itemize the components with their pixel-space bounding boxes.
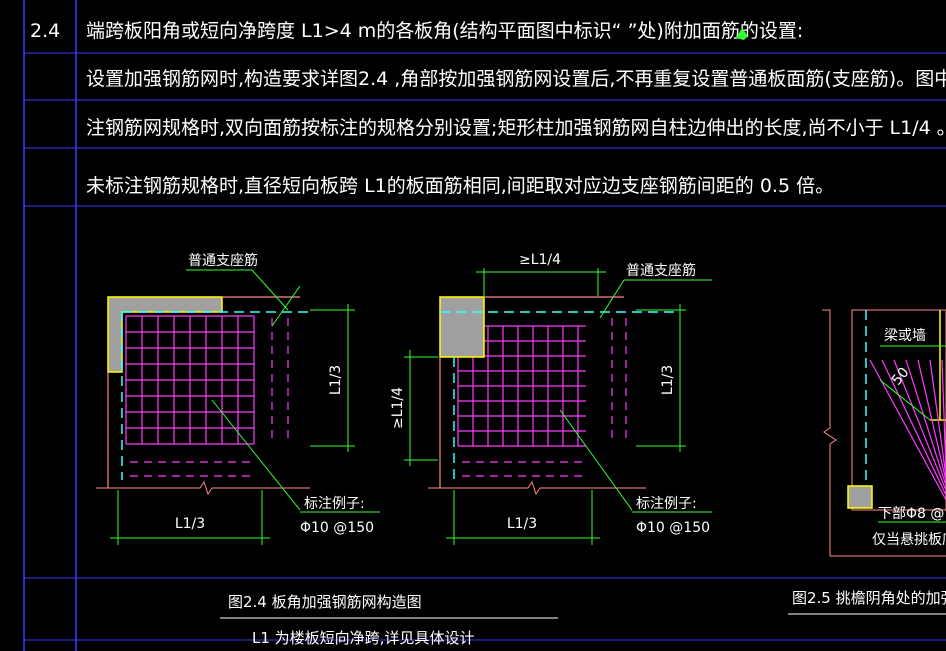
cursor-mark-icon: [736, 28, 748, 40]
paragraph-line-3: 注钢筋网规格时,双向面筋按标注的规格分别设置;矩形柱加强钢筋网自柱边伸出的长度,…: [86, 117, 946, 139]
caption-fig24-note: L1 为楼板短向净跨,详见具体设计: [252, 629, 474, 647]
label-left-support: 普通支座筋: [188, 252, 258, 269]
column-left: [107, 296, 223, 373]
dim-mid-bottom: L1/3: [507, 516, 537, 532]
hatch-line: [929, 359, 946, 477]
right-beam-outline: [851, 309, 946, 511]
section-number: 2.4: [30, 20, 60, 42]
right-break-line: [822, 309, 946, 557]
paragraph-line-4: 未标注钢筋规格时,直径短向板跨 L1的板面筋相同,间距取对应边支座钢筋间距的 0…: [86, 175, 834, 197]
column-mid: [439, 296, 485, 358]
label-right-beam: 梁或墙: [884, 328, 926, 344]
caption-fig25: 图2.5 挑檐阴角处的加强: [792, 589, 946, 607]
note-right-cantilever: 仅当悬挑板底: [872, 532, 946, 548]
rebar-grid-left: [125, 315, 255, 445]
figure-right: 梁或墙 50 下部Φ8 @ 仅当悬挑板底: [822, 309, 946, 557]
dim-mid-side: L1/3: [660, 365, 676, 395]
figure-left: L1/3 L1/3 普通支座筋 标注例子: Φ10 @150: [96, 252, 380, 545]
dim-left-side: L1/3: [328, 365, 344, 395]
right-hatch: [869, 359, 946, 501]
break-line-left: [96, 480, 310, 496]
hatch-line: [905, 359, 946, 486]
column-right: [847, 485, 873, 509]
note-left-spec: Φ10 @150: [300, 520, 374, 536]
hatch-line: [893, 359, 946, 491]
sheet-border: [23, 0, 946, 651]
note-mid-title: 标注例子:: [636, 496, 697, 512]
dim-left-bottom: L1/3: [175, 516, 205, 532]
dim-mid-left: ≥L1/4: [390, 387, 406, 429]
paragraph-line-2: 设置加强钢筋网时,构造要求详图2.4 ,角部按加强钢筋网设置后,不再重复设置普通…: [86, 68, 946, 90]
caption-fig24: 图2.4 板角加强钢筋网构造图: [228, 593, 422, 611]
note-right-bottom: 下部Φ8 @: [878, 506, 944, 522]
paragraph-line-1: 端跨板阳角或短向净跨度 L1>4 m的各板角(结构平面图中标识“ ”处)附加面筋…: [86, 20, 803, 42]
note-mid-spec: Φ10 @150: [636, 520, 710, 536]
hatch-line: [869, 359, 946, 501]
hatch-line: [881, 359, 946, 496]
label-mid-support: 普通支座筋: [626, 262, 696, 279]
dim-mid-top: ≥L1/4: [519, 252, 561, 268]
hatch-line: [917, 359, 946, 481]
figure-mid: ≥L1/4 ≥L1/4 L1/3 L1/3 普通支座筋 标注例子: Φ10 @1…: [390, 252, 712, 545]
note-left-title: 标注例子:: [304, 496, 365, 512]
hatch-line: [941, 359, 946, 472]
break-line-mid: [428, 480, 646, 496]
